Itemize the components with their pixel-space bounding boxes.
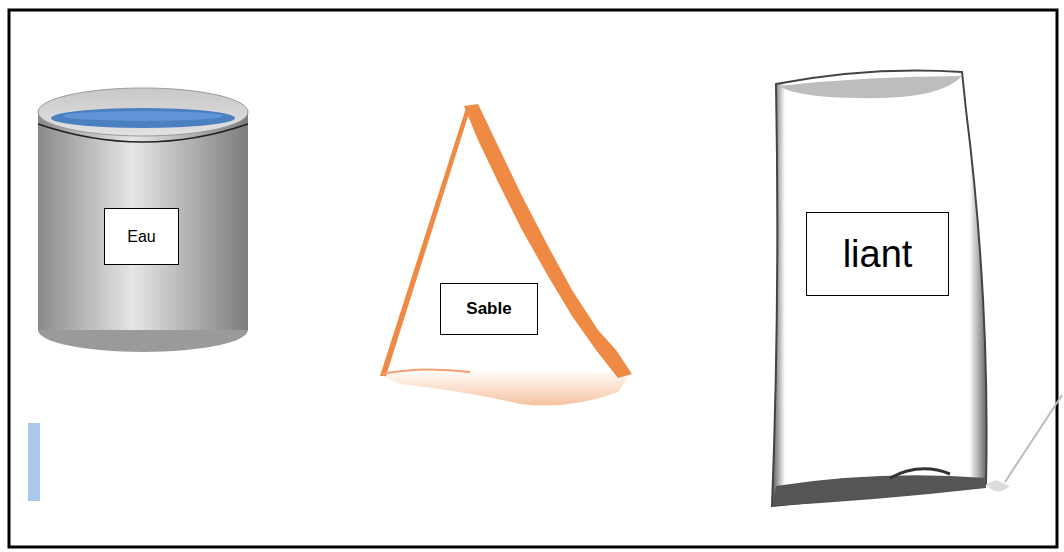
frame (9, 10, 1057, 547)
label-text: Sable (466, 299, 511, 319)
label-box: Sable (440, 283, 538, 335)
label-text: Eau (127, 228, 155, 246)
sand-pile (380, 104, 632, 406)
blue-bar (28, 423, 40, 501)
binder-bag (772, 71, 1010, 507)
label-text: liant (843, 233, 913, 276)
label-box: liant (806, 212, 949, 296)
water-barrel (38, 88, 248, 352)
edge-line (1005, 395, 1062, 482)
label-box: Eau (104, 208, 179, 265)
